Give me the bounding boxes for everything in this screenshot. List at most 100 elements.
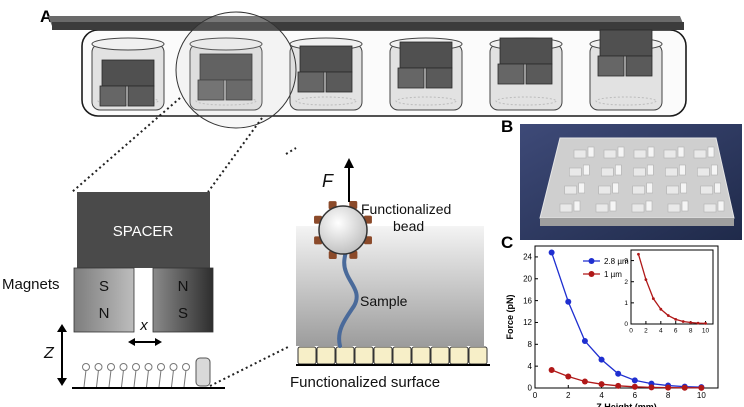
well-magnet-left <box>497 63 525 85</box>
stud-body <box>632 185 645 195</box>
surface-tile <box>354 346 374 365</box>
tether-bead <box>157 363 165 371</box>
stud-body <box>700 185 713 195</box>
tether-4 <box>119 363 128 388</box>
spacer-guide <box>250 150 292 160</box>
data-point <box>681 320 685 323</box>
spacer-label: SPACER <box>113 223 174 240</box>
well-spacer <box>199 53 253 81</box>
photo-stud <box>700 182 721 195</box>
magnet-left-pole-bottom: N <box>99 305 110 322</box>
tether-7 <box>157 363 165 388</box>
well-spacer <box>399 41 453 69</box>
photo-studs <box>559 146 725 213</box>
tether-2 <box>94 363 103 388</box>
photo-stud <box>573 146 595 159</box>
tether-bead <box>182 363 190 371</box>
well-2 <box>189 37 263 111</box>
photo-stud <box>631 200 653 213</box>
stud-post <box>583 164 590 176</box>
well-spacer <box>499 37 553 65</box>
magnet-right-pole-top: N <box>178 278 189 295</box>
stud-post <box>609 200 617 212</box>
tether-bead <box>132 363 140 371</box>
surface-tile <box>430 346 450 365</box>
data-point <box>659 307 663 311</box>
x-tick-label: 6 <box>633 391 638 400</box>
legend-marker <box>588 258 595 264</box>
magnets-label: Magnets <box>2 276 60 293</box>
stud-body <box>633 149 647 159</box>
stud-body <box>667 203 681 213</box>
stud-post <box>680 182 687 194</box>
surface-tile <box>373 346 393 365</box>
tether-3 <box>107 363 115 388</box>
stud-post <box>681 200 689 212</box>
sample-label: Sample <box>360 293 408 309</box>
bead-label-line1: Functionalized <box>361 201 451 217</box>
data-point <box>581 338 588 345</box>
magnet-array-assembly <box>48 11 687 129</box>
y-axis-title: Force (pN) <box>505 294 515 339</box>
photo-stud <box>666 182 687 195</box>
series-line-1 <box>637 254 706 325</box>
stud-body <box>598 185 611 195</box>
data-point <box>615 382 622 389</box>
tether-9 <box>182 363 190 388</box>
legend-label: 1 µm <box>604 270 622 279</box>
well-magnet-left <box>297 71 325 93</box>
y-tick-label: 4 <box>528 362 533 371</box>
data-point <box>665 384 672 391</box>
magnet-left-pole-top: S <box>99 278 109 295</box>
x-tick-label: 4 <box>659 328 663 335</box>
well-1 <box>91 37 165 111</box>
photo-stud <box>665 164 686 177</box>
stud-body <box>666 185 679 195</box>
magnet-right-pole-bottom: S <box>178 305 188 322</box>
sample-tether <box>337 248 359 348</box>
stud-body <box>573 149 587 159</box>
photo-stud <box>632 182 653 195</box>
tether-bead <box>82 363 90 371</box>
y-tick-label: 20 <box>523 274 532 283</box>
y-tick-label: 3 <box>624 258 628 265</box>
panel-b-label: B <box>501 117 513 136</box>
data-point <box>565 373 572 380</box>
tether-strand <box>158 369 162 388</box>
stud-post <box>612 182 619 194</box>
well-rim <box>91 37 165 51</box>
photo-stud <box>633 146 655 159</box>
stud-body <box>703 203 717 213</box>
data-point <box>704 321 707 325</box>
tether-5 <box>132 363 140 388</box>
stud-post <box>714 182 721 194</box>
data-point <box>615 370 622 377</box>
surface-tile <box>392 346 412 365</box>
x-tick-label: 2 <box>644 328 648 335</box>
stud-post <box>646 182 653 194</box>
well-surface <box>295 96 357 106</box>
y-tick-label: 1 <box>624 300 628 307</box>
data-point <box>548 249 555 256</box>
x-tick-label: 4 <box>599 391 604 400</box>
well-magnet-left <box>597 55 625 77</box>
stud-body <box>601 167 614 177</box>
spacer-block <box>77 192 210 268</box>
data-point <box>598 381 605 388</box>
data-point <box>696 321 700 325</box>
photo-stud <box>598 182 619 195</box>
z-label: Z <box>43 345 55 362</box>
data-point <box>648 384 655 391</box>
well-magnet-right <box>225 79 253 101</box>
surface-label: Functionalized surface <box>290 374 440 391</box>
well-surface <box>395 96 457 106</box>
y-tick-label: 16 <box>523 296 532 305</box>
stud-body <box>569 167 582 177</box>
stud-body <box>564 185 577 195</box>
data-point <box>674 317 678 321</box>
tether-bead <box>119 363 128 371</box>
stud-body <box>663 149 677 159</box>
well-magnet-left <box>197 79 225 101</box>
x-tick-label: 8 <box>689 328 693 335</box>
stud-post <box>573 200 581 212</box>
